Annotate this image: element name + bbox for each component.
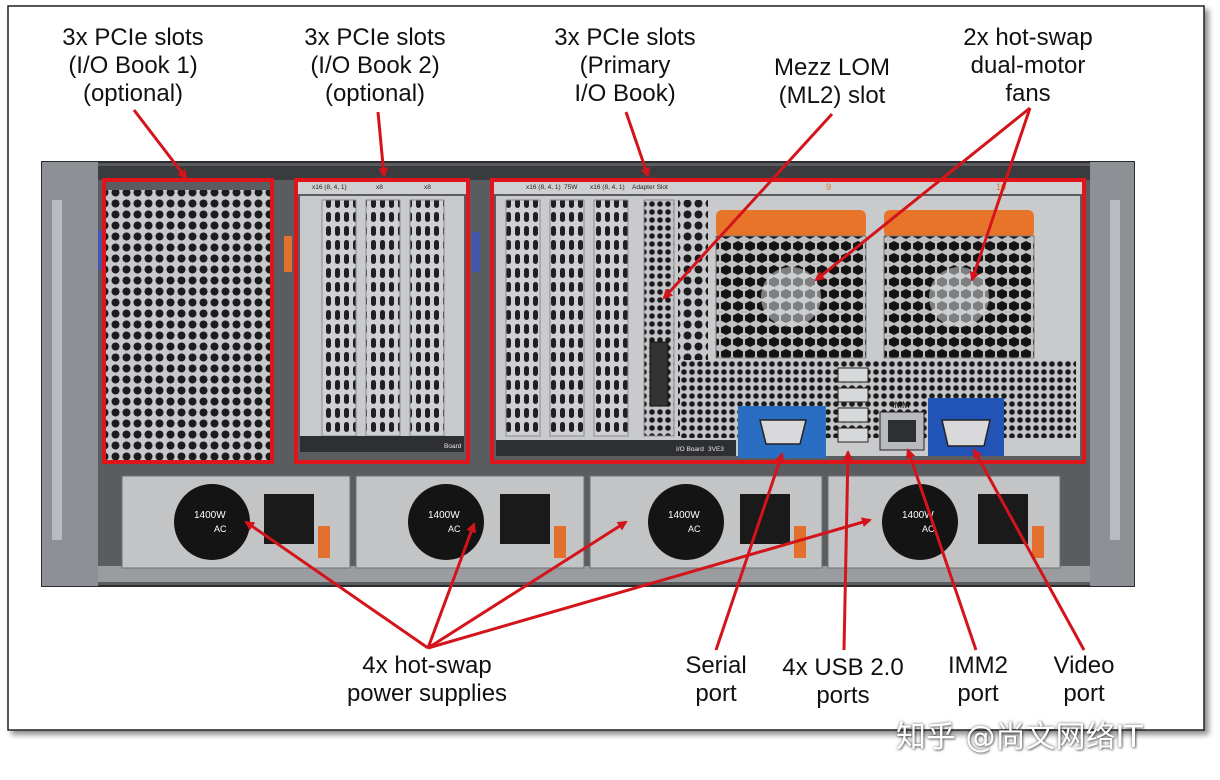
psu-1-ac: AC <box>214 524 227 534</box>
psu-2-ac: AC <box>448 524 461 534</box>
watermark: 知乎 @尚文网络IT <box>896 720 1143 755</box>
io-book2-slot2-width: x8 <box>376 184 383 191</box>
fan9-number: 9 <box>826 182 831 192</box>
serial-port-connector <box>759 419 807 445</box>
psu-3-ac: AC <box>688 524 701 534</box>
psu-2-rating: 1400W <box>428 510 460 521</box>
arrow-usb <box>842 450 853 651</box>
psu-4-release-tab <box>1032 526 1044 558</box>
primary-io-book: x16 (8, 4, 1) 75W x16 (8, 4, 1) 75W Adap… <box>494 178 1084 458</box>
arrow-video <box>972 448 1086 651</box>
io-book2-bracket-2 <box>365 199 401 437</box>
imm-port-label: IMM <box>892 400 910 410</box>
primary-bracket-1 <box>505 199 541 437</box>
arrow-fan9 <box>814 106 1031 282</box>
arrow-psu2 <box>426 522 476 649</box>
psu-3-rating: 1400W <box>668 510 700 521</box>
fan9-hub <box>761 267 821 327</box>
label-usb-ports: 4x USB 2.0 ports <box>782 654 904 709</box>
primary-slot1-width: x16 (8, 4, 1) <box>526 184 561 191</box>
label-serial-port: Serial port <box>685 652 747 707</box>
label-power-supplies: 4x hot-swap power supplies <box>346 652 508 707</box>
label-mezz-lom: Mezz LOM (ML2) slot <box>773 54 890 109</box>
usb-port-stack <box>837 367 869 443</box>
arrow-imm2 <box>905 448 978 651</box>
primary-io-label-strip <box>496 440 736 456</box>
arrow-psu3 <box>427 520 628 650</box>
fan10-number: 10 <box>996 182 1006 192</box>
label-video-port: Video port <box>1053 652 1115 707</box>
arrow-psu1 <box>244 520 429 650</box>
label-fans: 2x hot-swap dual-motor fans <box>963 24 1093 107</box>
psu-2-inlet <box>500 494 550 544</box>
blue-latch-mid <box>472 232 480 272</box>
psu-4-ac: AC <box>922 524 935 534</box>
arrow-mezz-lom <box>662 112 834 300</box>
primary-slot2-width: x16 (8, 4, 1) <box>590 184 625 191</box>
psu-1-release-tab <box>318 526 330 558</box>
io-book2-label-strip <box>300 436 464 452</box>
arrow-io-book1 <box>132 109 188 180</box>
fan10-hub <box>929 267 989 327</box>
voltage-label: 3VE3 <box>708 446 724 453</box>
highlight-primary-io <box>490 178 1086 464</box>
arrow-io-book2 <box>376 111 389 178</box>
video-port-connector <box>941 419 991 447</box>
arrow-primary-io <box>624 111 651 178</box>
primary-bracket-2 <box>549 199 585 437</box>
arrow-psu4 <box>427 517 872 650</box>
usb-port-4 <box>837 427 869 443</box>
psu-1-fan <box>174 484 250 560</box>
io-book1-grille <box>106 190 270 460</box>
right-handle <box>1110 200 1120 540</box>
callout-arrows <box>132 106 1086 651</box>
psu-4-fan <box>882 484 958 560</box>
psu-1-rating: 1400W <box>194 510 226 521</box>
io-book2-board-label: Board <box>444 443 462 450</box>
usb-port-1 <box>837 367 869 383</box>
psu-3-release-tab <box>794 526 806 558</box>
io-book2-bracket-1 <box>321 199 357 437</box>
fan10-orange-handle <box>884 210 1034 238</box>
arrow-fan10 <box>969 107 1032 282</box>
highlight-boxes <box>102 178 1086 464</box>
io-book2-slot3-width: x8 <box>424 184 431 191</box>
arrow-serial <box>714 452 785 651</box>
label-io-book1: 3x PCIe slots (I/O Book 1) (optional) <box>62 24 204 107</box>
mezz-lom-connector <box>649 341 669 407</box>
usb-port-2 <box>837 387 869 403</box>
label-io-book2: 3x PCIe slots (I/O Book 2) (optional) <box>304 24 446 107</box>
psu-1-inlet <box>264 494 314 544</box>
io-book2-bracket-3 <box>409 199 445 437</box>
io-board-label: I/O Board <box>676 446 704 453</box>
highlight-io-book2 <box>294 178 470 464</box>
psu-2-release-tab <box>554 526 566 558</box>
label-primary-io: 3x PCIe slots (Primary I/O Book) <box>554 24 696 107</box>
primary-bracket-3 <box>593 199 629 437</box>
primary-slot1-power: 75W <box>564 184 578 191</box>
label-imm2-port: IMM2 port <box>948 652 1008 707</box>
usb-port-3 <box>837 407 869 423</box>
top-strip <box>98 166 1090 180</box>
psu-4-rating: 1400W <box>902 510 934 521</box>
highlight-io-book1 <box>102 178 274 464</box>
psu-2-fan <box>408 484 484 560</box>
io-book2: x16 (8, 4, 1) x8 x8 Board <box>298 178 466 452</box>
io-book2-slot1-width: x16 (8, 4, 1) <box>312 184 347 191</box>
bottom-strip <box>98 566 1090 582</box>
left-rail <box>42 162 98 586</box>
orange-latch <box>284 236 292 272</box>
adapter-slot-label: Adapter Slot <box>632 184 668 191</box>
psu-3-fan <box>648 484 724 560</box>
fan9-orange-handle <box>716 210 866 238</box>
imm2-ethernet-jack <box>888 420 916 442</box>
power-supply-bay: 1400W 1400W 1400W 1400W AC AC AC AC <box>121 475 1061 569</box>
left-handle <box>52 200 62 540</box>
